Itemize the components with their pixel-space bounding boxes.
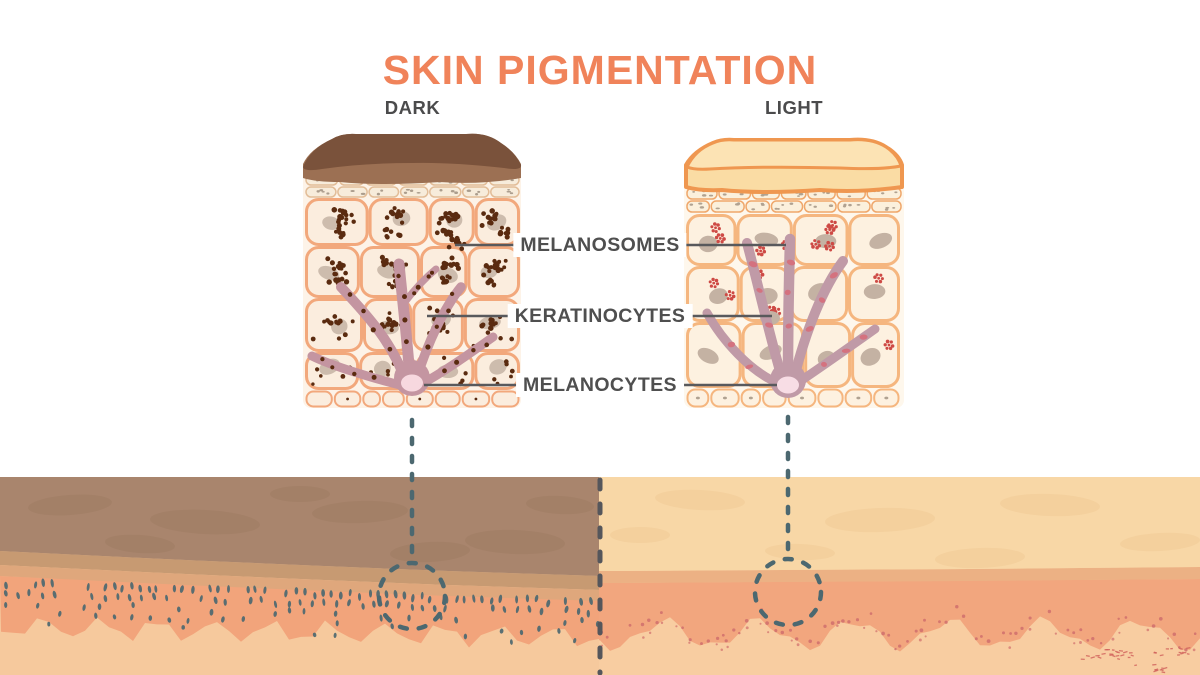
annotation-keratinocytes: KERATINOCYTES [507,304,693,328]
annotation-melanosomes: MELANOSOMES [513,233,687,257]
light-skin-zoom-marker [752,414,824,628]
cross-section-light-skin [599,477,1200,675]
dark-skin-tissue-block [303,133,522,408]
light-skin-tissue-block [684,137,904,408]
panel-label-dark: DARK [384,97,441,118]
panel-label-light: LIGHT [765,97,823,118]
dark-skin-zoom-marker [376,417,448,632]
page-title: SKIN PIGMENTATION [382,47,818,94]
cross-section-dark-skin [0,477,601,675]
annotation-melanocytes: MELANOCYTES [516,373,684,397]
